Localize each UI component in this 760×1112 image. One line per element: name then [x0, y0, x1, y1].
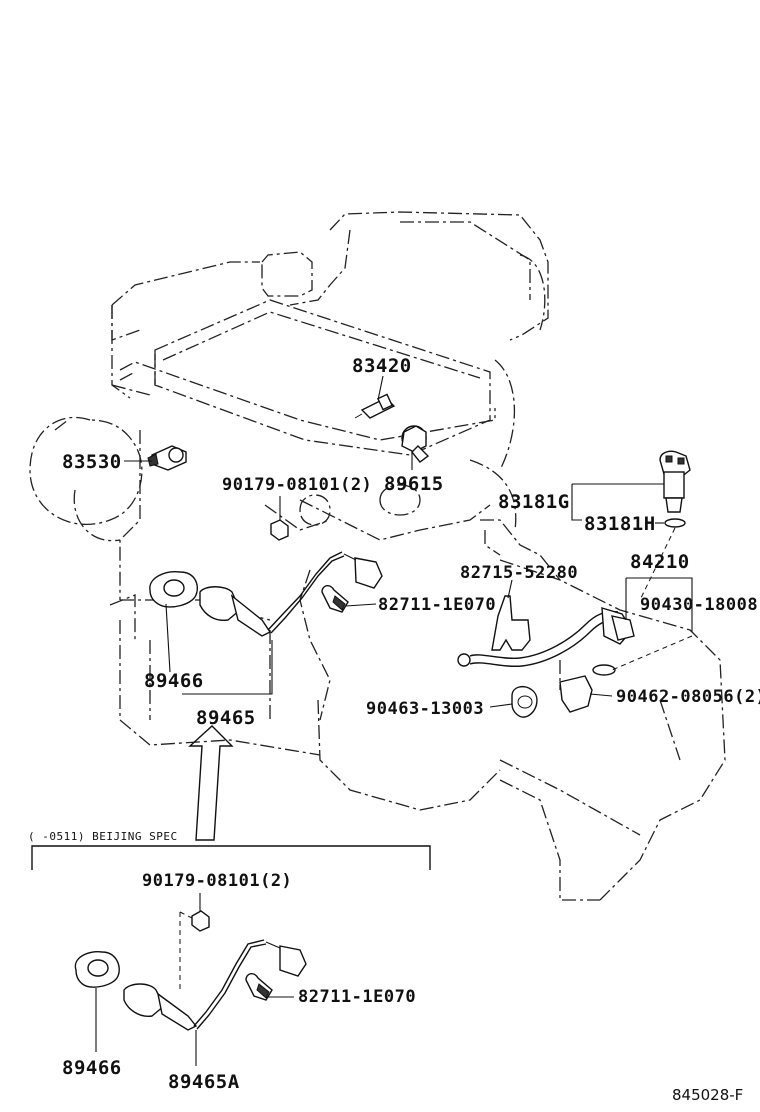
- part-83420-switch: [354, 393, 396, 419]
- label-89615: 89615: [384, 473, 444, 495]
- part-83181G-speed-sensor: [659, 450, 691, 513]
- part-90463-clamp: [511, 685, 538, 718]
- label-83181H: 83181H: [584, 513, 656, 535]
- label-83181G: 83181G: [498, 491, 570, 513]
- label-90463: 90463-13003: [366, 699, 484, 719]
- part-83181H-oring: [664, 518, 686, 528]
- label-82711-top: 82711-1E070: [378, 595, 496, 615]
- beijing-spec-inset: [31, 725, 431, 1031]
- part-83530-sender: [147, 445, 187, 471]
- part-90462-clip: [559, 675, 593, 713]
- part-82711-clamp-top: [321, 585, 349, 613]
- label-82715: 82715-52280: [460, 563, 578, 583]
- label-90430: 90430-18008: [640, 595, 758, 615]
- label-82711-bottom: 82711-1E070: [298, 987, 416, 1007]
- part-90179-nut-top: [270, 519, 289, 541]
- label-spec-note: ( -0511) BEIJING SPEC: [28, 830, 178, 843]
- label-89465: 89465: [196, 707, 256, 729]
- label-84210: 84210: [630, 551, 690, 573]
- label-90179-top: 90179-08101(2): [222, 475, 372, 495]
- label-89465A: 89465A: [168, 1071, 240, 1093]
- label-drawing-code: 845028-F: [672, 1086, 743, 1104]
- part-90430-gasket: [592, 664, 616, 676]
- part-labels: 83420 83530 89615 90179-08101(2) 83181G …: [28, 355, 760, 1104]
- part-89466-gasket-top: [149, 571, 198, 608]
- label-83530: 83530: [62, 451, 122, 473]
- label-90179-bottom: 90179-08101(2): [142, 871, 292, 891]
- label-90462: 90462-08056(2): [616, 687, 760, 707]
- part-89465-oxygen-sensor: [199, 551, 383, 637]
- part-84210-harness: [457, 607, 635, 668]
- label-83420: 83420: [352, 355, 412, 377]
- part-89615-switch: [401, 425, 430, 463]
- engine-outline: [29, 211, 726, 901]
- label-89466-bottom: 89466: [62, 1057, 122, 1079]
- leader-lines: [95, 375, 693, 1066]
- part-82715-bracket: [491, 595, 531, 651]
- label-89466-top: 89466: [144, 670, 204, 692]
